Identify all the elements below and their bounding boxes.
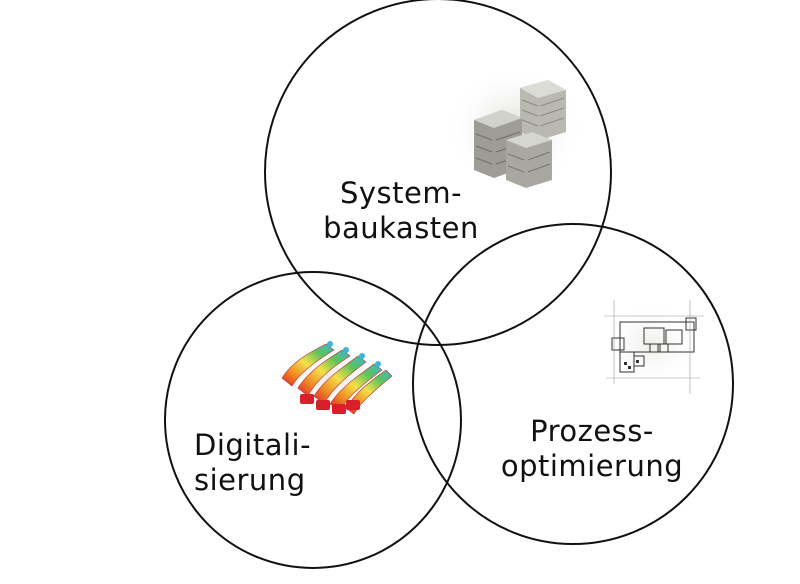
label-digitalisierung-line1: Digitali- [194,428,312,462]
circle-digitalisierung [164,271,462,569]
label-prozessoptimierung: Prozess- optimierung [494,414,690,484]
circle-systembaukasten [264,0,612,346]
label-prozessoptimierung-line1: Prozess- [530,414,654,448]
label-systembaukasten-line2: baukasten [323,211,479,245]
floor-plan-icon [600,300,704,394]
label-digitalisierung-line2: sierung [194,463,306,497]
label-systembaukasten-line1: System- [339,176,463,210]
label-systembaukasten: System- baukasten [316,176,486,246]
label-prozessoptimierung-line2: optimierung [500,449,684,483]
label-digitalisierung: Digitali- sierung [194,428,311,498]
modular-buildings-icon [445,66,585,190]
circle-prozessoptimierung [412,223,734,545]
heatmap-simulation-icon [274,338,393,422]
